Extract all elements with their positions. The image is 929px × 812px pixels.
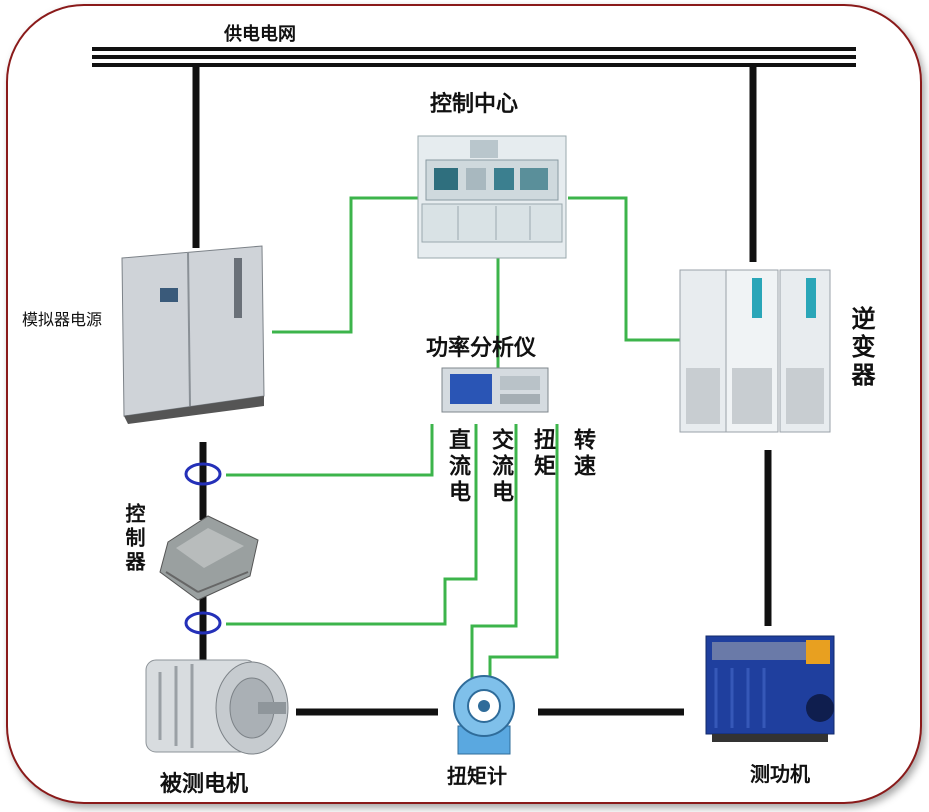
motor-under-test — [145, 659, 289, 755]
label-inverter: 逆变器 — [847, 306, 875, 390]
label-simulated-power: 模拟器电源 — [22, 310, 103, 329]
label-torque-meter: 扭矩计 — [447, 764, 507, 788]
motor-controller — [159, 515, 259, 601]
label-power-analyzer: 功率分析仪 — [426, 336, 537, 361]
control-center-console — [417, 135, 567, 259]
signal-label-speed: 转速 — [570, 428, 595, 480]
current-clamp-ac — [184, 611, 222, 635]
grid-bus — [92, 47, 856, 67]
dynamometer-device — [705, 635, 835, 742]
signal-lines — [226, 196, 680, 680]
power-lines — [192, 67, 772, 716]
signal-label-ac: 交流电 — [488, 428, 513, 506]
label-motor-under-test: 被测电机 — [160, 772, 249, 797]
inverter-cabinets — [679, 269, 831, 433]
label-controller: 控制器 — [122, 503, 146, 575]
label-dynamometer: 测功机 — [750, 762, 810, 786]
torque-meter-device — [453, 675, 515, 755]
label-power-grid: 供电电网 — [224, 24, 296, 45]
current-clamp-dc — [184, 462, 222, 486]
power-analyzer-device — [441, 367, 549, 413]
simulated-power-cabinet — [121, 245, 265, 424]
signal-label-dc: 直流电 — [445, 428, 470, 506]
label-control-center: 控制中心 — [430, 92, 519, 117]
signal-label-torque: 扭矩 — [530, 428, 555, 480]
